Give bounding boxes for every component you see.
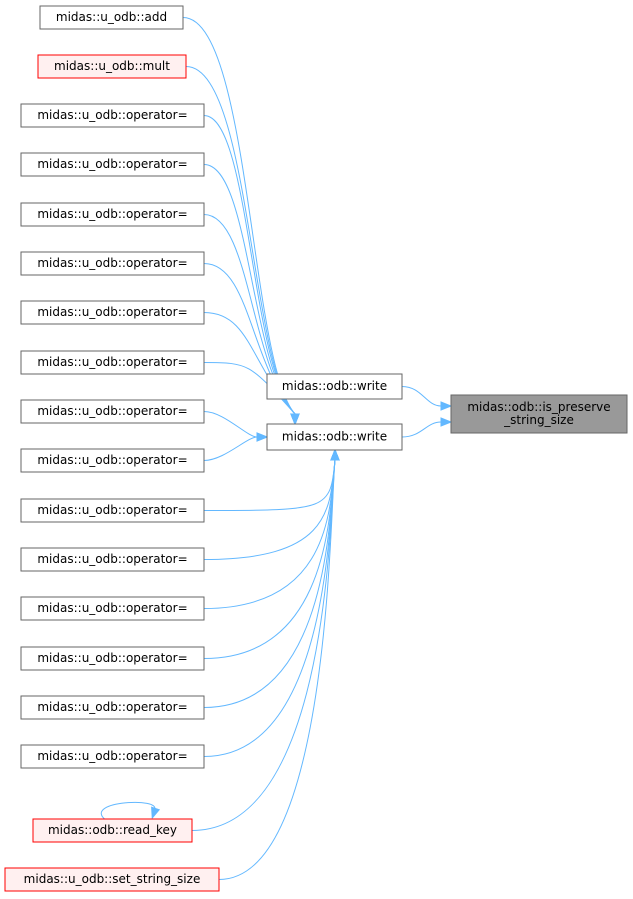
node-box[interactable] — [20, 251, 205, 276]
node-op3[interactable]: midas::u_odb::operator= — [20, 202, 205, 227]
node-box[interactable] — [20, 202, 205, 227]
edge-op6-to-write2 — [203, 362, 296, 415]
arrowhead-op6-to-write2 — [290, 413, 300, 426]
node-write1[interactable]: midas::odb::write — [266, 373, 403, 400]
node-box[interactable] — [20, 399, 205, 424]
node-label: midas::u_odb::mult — [54, 59, 170, 73]
node-box — [450, 394, 628, 434]
node-focus: midas::odb::is_preserve_string_size — [450, 394, 628, 434]
node-label: midas::u_odb::operator= — [37, 749, 187, 763]
node-op8[interactable]: midas::u_odb::operator= — [20, 448, 205, 473]
edge-write2-to-focus — [401, 421, 442, 438]
node-op13[interactable]: midas::u_odb::operator= — [20, 695, 205, 720]
node-op9[interactable]: midas::u_odb::operator= — [20, 498, 205, 523]
node-write2[interactable]: midas::odb::write — [266, 423, 403, 451]
node-box[interactable] — [20, 744, 205, 769]
arrowhead-write2-to-focus — [440, 417, 453, 427]
node-box[interactable] — [20, 596, 205, 621]
node-box[interactable] — [20, 695, 205, 720]
node-label: midas::u_odb::operator= — [37, 404, 187, 418]
edge-op9-to-write2 — [203, 459, 336, 511]
edge-op8-to-write2 — [203, 436, 258, 461]
node-label: midas::u_odb::operator= — [37, 601, 187, 615]
edge-readkey-to-readkey — [100, 801, 155, 820]
arrowhead-readkey-self — [151, 806, 161, 820]
node-label: midas::u_odb::operator= — [37, 503, 187, 517]
node-op12[interactable]: midas::u_odb::operator= — [20, 646, 205, 671]
node-label: midas::u_odb::operator= — [37, 108, 187, 122]
node-setstr[interactable]: midas::u_odb::set_string_size — [4, 867, 220, 892]
node-label: midas::odb::read_key — [48, 823, 177, 837]
node-label: midas::odb::is_preserve — [467, 400, 610, 414]
node-label: midas::u_odb::operator= — [37, 651, 187, 665]
node-label: midas::u_odb::operator= — [37, 453, 187, 467]
node-op10[interactable]: midas::u_odb::operator= — [20, 547, 205, 572]
edge-write1-to-focus — [401, 386, 442, 407]
node-label: midas::u_odb::operator= — [37, 305, 187, 319]
node-op4[interactable]: midas::u_odb::operator= — [20, 251, 205, 276]
arrowhead-write1-to-focus — [440, 401, 453, 411]
node-label: midas::u_odb::operator= — [37, 207, 187, 221]
node-label: midas::u_odb::operator= — [37, 700, 187, 714]
edge-op13-to-write2 — [203, 459, 336, 708]
node-box[interactable] — [20, 350, 205, 375]
node-box[interactable] — [20, 547, 205, 572]
node-op11[interactable]: midas::u_odb::operator= — [20, 596, 205, 621]
node-label: midas::odb::write — [282, 430, 387, 444]
node-label: midas::u_odb::operator= — [37, 355, 187, 369]
node-box[interactable] — [20, 152, 205, 177]
node-mult[interactable]: midas::u_odb::mult — [37, 54, 187, 79]
edge-op14-to-write2 — [203, 459, 336, 757]
node-box[interactable] — [32, 818, 193, 843]
node-box[interactable] — [37, 54, 187, 79]
edge-op7-to-write2 — [203, 411, 258, 438]
edge-setstr-to-write2 — [218, 459, 336, 880]
arrowhead-op8-to-write2 — [256, 432, 269, 442]
node-box[interactable] — [266, 373, 403, 400]
node-op6[interactable]: midas::u_odb::operator= — [20, 350, 205, 375]
node-op5[interactable]: midas::u_odb::operator= — [20, 300, 205, 325]
node-op7[interactable]: midas::u_odb::operator= — [20, 399, 205, 424]
node-op1[interactable]: midas::u_odb::operator= — [20, 103, 205, 128]
node-readkey[interactable]: midas::odb::read_key — [32, 818, 193, 843]
node-box[interactable] — [266, 423, 403, 451]
node-label: midas::u_odb::operator= — [37, 157, 187, 171]
node-label: midas::u_odb::operator= — [37, 552, 187, 566]
node-label: midas::u_odb::operator= — [37, 256, 187, 270]
node-add[interactable]: midas::u_odb::add — [39, 5, 184, 30]
node-box[interactable] — [20, 646, 205, 671]
node-label: midas::odb::write — [282, 379, 387, 393]
node-box[interactable] — [39, 5, 184, 30]
node-op2[interactable]: midas::u_odb::operator= — [20, 152, 205, 177]
node-box[interactable] — [20, 300, 205, 325]
node-box[interactable] — [20, 448, 205, 473]
arrowhead-setstr-to-write2 — [330, 448, 340, 461]
node-box[interactable] — [4, 867, 220, 892]
node-box[interactable] — [20, 498, 205, 523]
node-op14[interactable]: midas::u_odb::operator= — [20, 744, 205, 769]
node-box[interactable] — [20, 103, 205, 128]
edge-readkey-to-write2 — [191, 459, 336, 831]
node-label: _string_size — [503, 413, 574, 427]
edge-op11-to-write2 — [203, 459, 336, 609]
graph-nodes: midas::u_odb::addmidas::u_odb::multmidas… — [4, 5, 628, 892]
node-label: midas::u_odb::set_string_size — [24, 872, 201, 886]
node-label: midas::u_odb::add — [56, 10, 167, 24]
